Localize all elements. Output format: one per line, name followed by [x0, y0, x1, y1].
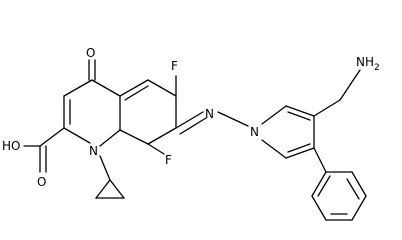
bond-c8-c8a	[119, 129, 149, 145]
aminomethyl	[313, 69, 361, 117]
atom-label-f-right: F	[165, 153, 172, 167]
bond-ph-2-double	[346, 178, 360, 200]
bond-c3-ch2	[313, 99, 341, 117]
bond-c7-n-b	[179, 117, 207, 135]
bond-pyr-n-c2	[261, 105, 287, 125]
bond-c2-n1	[63, 127, 91, 144]
bond-c4-phenyl	[313, 147, 327, 173]
bond-ph-5	[311, 195, 327, 221]
core-substituents	[88, 59, 249, 155]
bond-pyr-c2-c3	[285, 105, 315, 117]
atom-label-o-ketone: O	[86, 46, 95, 60]
bond-n1-c8a	[99, 129, 121, 147]
bond-pyr-c2-c3-double	[287, 111, 311, 121]
pyridone-ring	[63, 79, 121, 147]
atom-label-amine: NH2	[356, 55, 380, 73]
bond-c8-f	[147, 143, 165, 155]
bond-c7-c8	[147, 127, 177, 145]
bond-c3-cooh	[39, 127, 65, 147]
atom-label-f-top: F	[171, 59, 178, 73]
atom-label-n-quinoline: N	[89, 144, 98, 158]
bond-ph-6	[311, 171, 327, 197]
amine-nh: NH	[356, 55, 374, 69]
bond-ch2-n	[339, 69, 361, 101]
carboxylic-acid	[23, 127, 65, 173]
bond-n1-cyclopropyl	[99, 155, 111, 181]
bond-n-n	[217, 111, 249, 127]
pyrrole-ring	[261, 105, 315, 159]
cyclopropyl	[95, 155, 125, 199]
bond-c7-n-a	[175, 111, 204, 129]
bond-c4a-c5-double	[124, 85, 149, 101]
benzo-ring	[119, 79, 177, 145]
bond-pyr-c4-c5-double	[287, 143, 311, 153]
bond-cp-2	[95, 179, 111, 199]
phenyl-ring	[311, 147, 367, 221]
bond-ph-6-double	[317, 175, 331, 197]
bond-c4-c3	[63, 79, 93, 97]
bond-c5-c6	[147, 79, 177, 97]
bond-ph-2	[351, 171, 367, 197]
bond-pyr-c5-n	[261, 139, 287, 159]
atom-label-n-imine: N	[205, 107, 214, 121]
amine-subscript: 2	[374, 63, 380, 73]
atom-label-o-carbonyl: O	[37, 175, 46, 189]
bond-c4a-c5	[119, 79, 149, 97]
bond-cp-1	[109, 179, 125, 199]
bond-ph-3	[351, 195, 367, 221]
atom-label-hydroxyl: HO	[2, 139, 20, 153]
atom-label-n-pyrrole: N	[250, 125, 259, 139]
bond-c4a-c4	[91, 79, 121, 97]
bond-pyr-c4-c5	[285, 147, 315, 159]
